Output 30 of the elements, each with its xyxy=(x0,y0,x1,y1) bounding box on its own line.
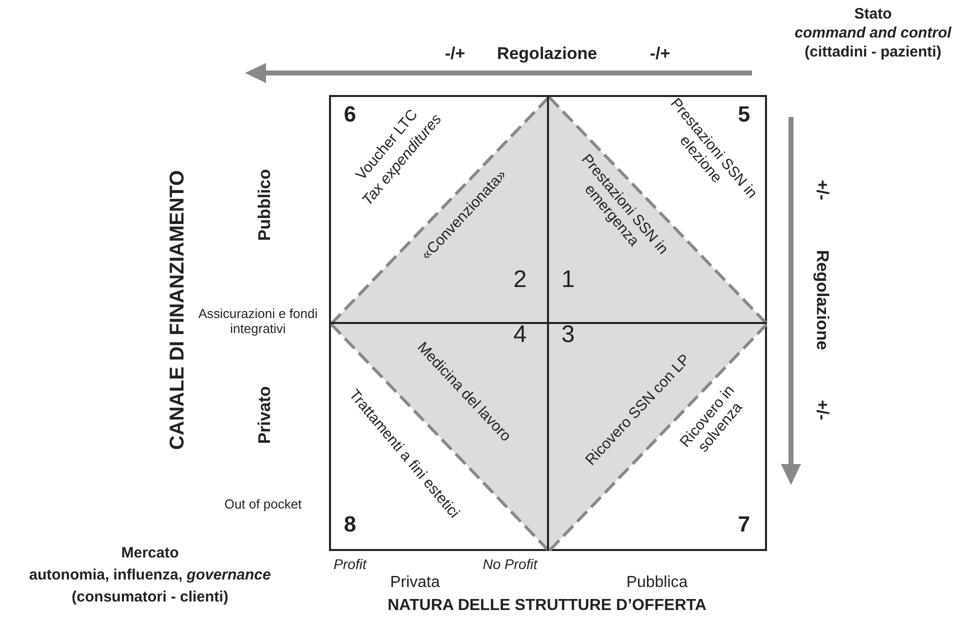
quadrant-number: 6 xyxy=(344,101,356,127)
axis-title: CANALE DI FINANZIAMENTO xyxy=(166,170,190,450)
axis-label: Regolazione xyxy=(496,44,598,64)
axis-sign: -/+ xyxy=(650,44,670,64)
axis-category: Privata xyxy=(390,574,440,592)
quadrant-number: 8 xyxy=(344,511,356,537)
heading-text: Mercato xyxy=(121,544,179,562)
subheading-text: (cittadini - pazienti) xyxy=(804,43,942,61)
axis-category: Pubblico xyxy=(255,169,275,241)
subheading-text: (consumatori - clienti) xyxy=(72,588,228,606)
triangle-number: 1 xyxy=(561,266,575,294)
axis-note: Assicurazioni e fondi integrativi xyxy=(197,307,319,337)
triangle-number: 4 xyxy=(513,321,527,349)
triangle-number: 3 xyxy=(561,321,575,349)
triangle-number: 2 xyxy=(513,266,527,294)
axis-title: NATURA DELLE STRUTTURE D’OFFERTA xyxy=(388,596,706,616)
axis-sign: -/+ xyxy=(444,44,466,64)
axis-sign: +/- xyxy=(812,400,832,420)
axis-note: No Profit xyxy=(482,556,538,572)
heading-text: Stato xyxy=(854,5,892,23)
axis-note: Out of pocket xyxy=(224,498,302,512)
quadrant-number: 5 xyxy=(738,101,750,127)
axis-category: Privato xyxy=(255,386,275,444)
subheading-text: command and control xyxy=(794,24,952,42)
subheading-text: autonomia, influenza, governance xyxy=(29,566,271,584)
axis-note: Profit xyxy=(334,556,366,572)
quadrant-number: 7 xyxy=(738,511,750,537)
axis-label: Regolazione xyxy=(812,250,832,350)
axis-sign: +/- xyxy=(812,180,832,200)
axis-category: Pubblica xyxy=(626,574,688,592)
